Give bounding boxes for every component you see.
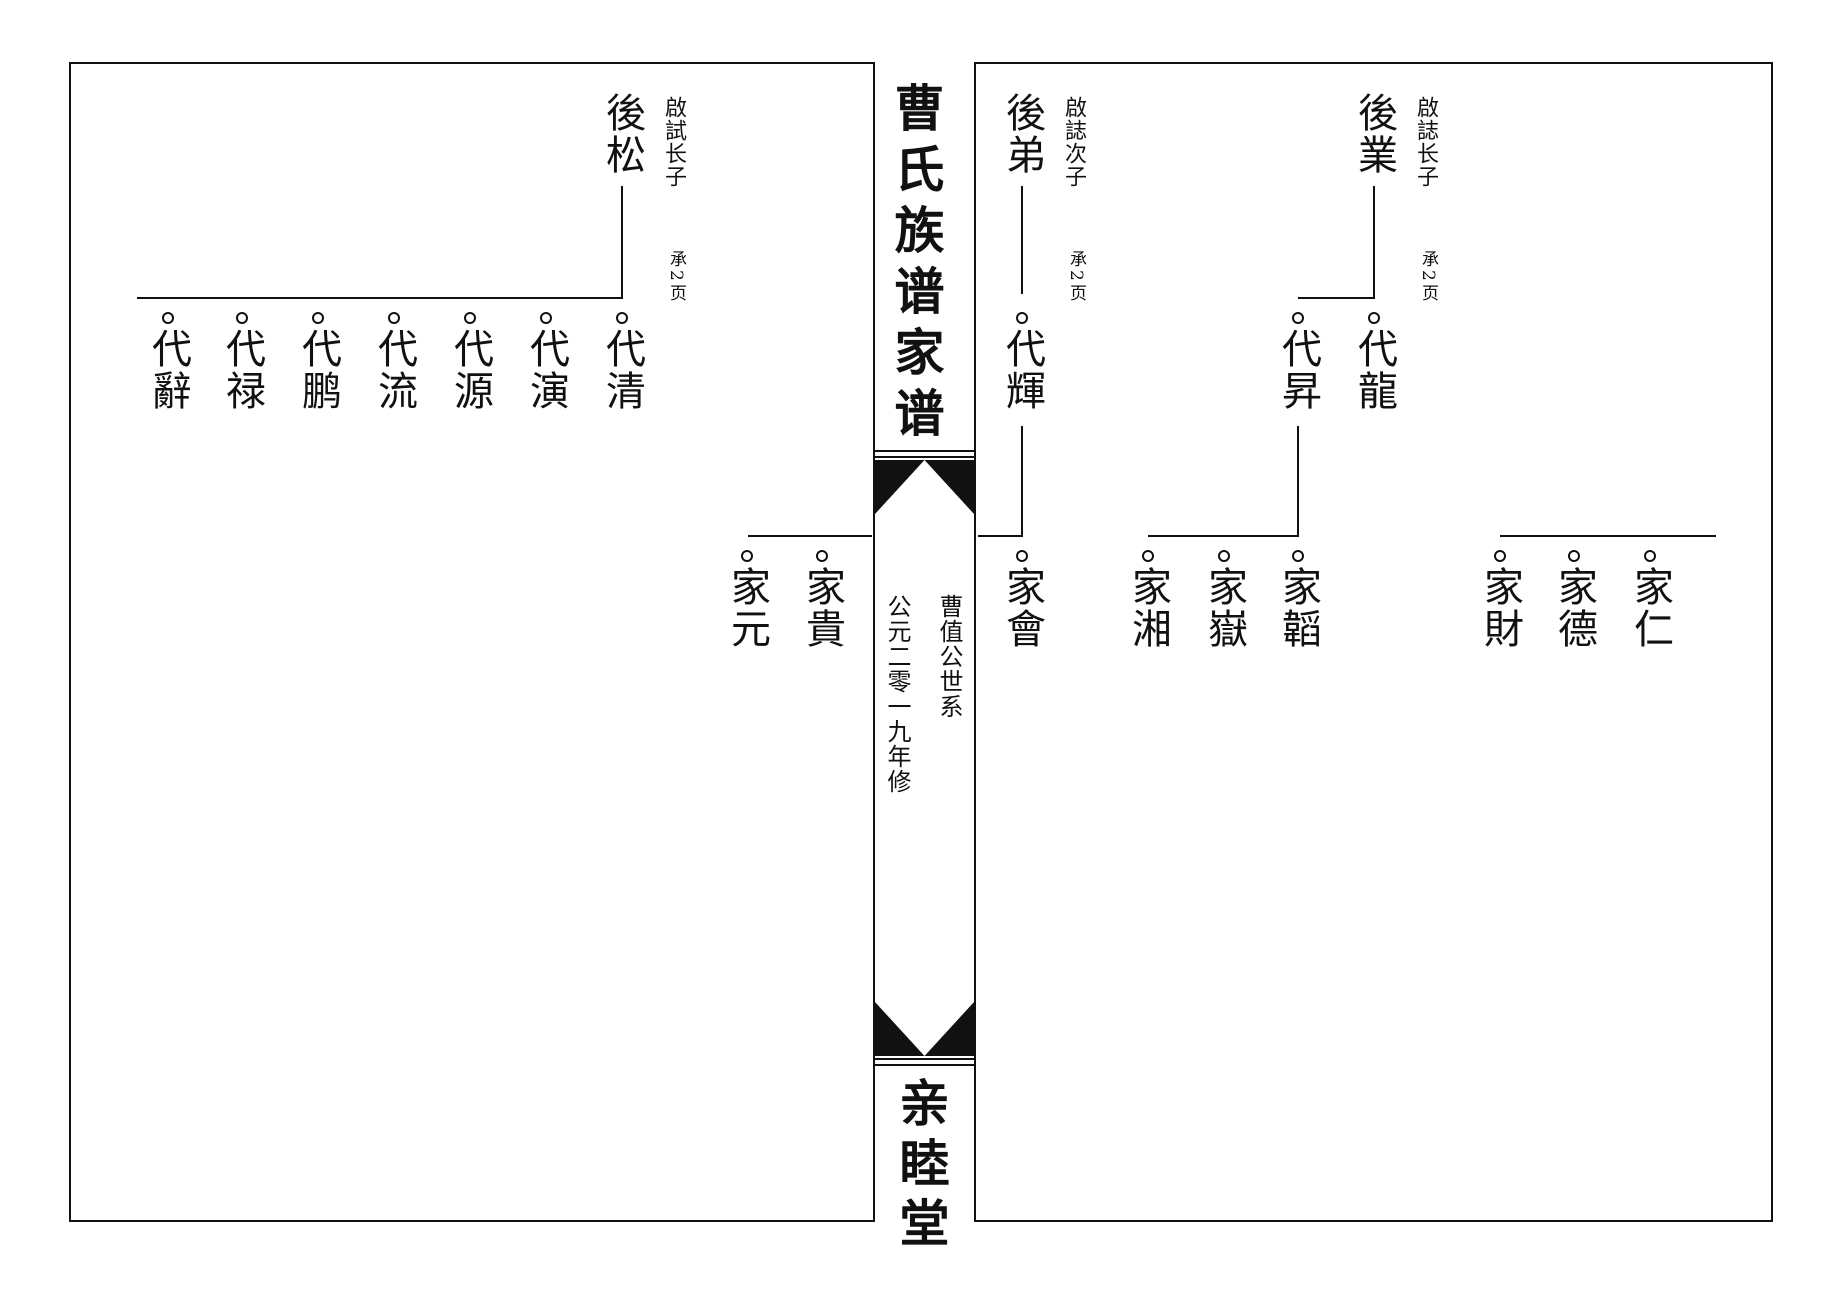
child-name: 代辭 xyxy=(145,328,191,412)
connector xyxy=(1297,426,1299,536)
node-marker xyxy=(312,312,324,324)
node-marker xyxy=(1494,550,1506,562)
node-marker xyxy=(540,312,552,324)
node-marker xyxy=(1218,550,1230,562)
grandchild-name: 家湘 xyxy=(1125,566,1171,650)
connector xyxy=(137,297,623,299)
node-marker xyxy=(162,312,174,324)
node-marker xyxy=(1644,550,1656,562)
node-marker xyxy=(388,312,400,324)
spine-divider-bottom-inner xyxy=(875,1064,974,1066)
spine-date: 公元二零一九年修 xyxy=(883,594,911,794)
parent-name: 後業 xyxy=(1351,92,1397,176)
child-name: 代源 xyxy=(447,328,493,412)
child-name: 代昇 xyxy=(1275,328,1321,412)
page-ref: 承2页 xyxy=(1066,250,1086,304)
node-marker xyxy=(236,312,248,324)
child-name: 代輝 xyxy=(999,328,1045,412)
child-name: 代流 xyxy=(371,328,417,412)
grandchild-name: 家韜 xyxy=(1275,566,1321,650)
connector xyxy=(1021,186,1023,294)
child-name: 代龍 xyxy=(1351,328,1397,412)
child-name: 代清 xyxy=(599,328,645,412)
grandchild-name: 家嶽 xyxy=(1201,566,1247,650)
node-marker xyxy=(816,550,828,562)
connector xyxy=(748,535,872,537)
spine-divider-bottom xyxy=(875,1058,974,1060)
grandchild-name: 家財 xyxy=(1477,566,1523,650)
spine-title: 曹氏族谱家谱 xyxy=(894,79,955,443)
spine-divider-top-inner xyxy=(875,456,974,458)
hall-name: 亲睦堂 xyxy=(899,1074,950,1253)
parent-note: 啟誌次子 xyxy=(1061,96,1086,188)
connector xyxy=(1298,297,1375,299)
spine-subtitle: 曹值公世系 xyxy=(935,594,963,719)
node-marker xyxy=(1016,312,1028,324)
node-marker xyxy=(1016,550,1028,562)
grandchild-name: 家貴 xyxy=(799,566,845,650)
grandchild-name: 家仁 xyxy=(1627,566,1673,650)
grandchild-name: 家會 xyxy=(999,566,1045,650)
connector xyxy=(978,535,1023,537)
parent-name: 後弟 xyxy=(999,92,1045,176)
connector xyxy=(1021,426,1023,536)
grandchild-name: 家元 xyxy=(724,566,770,650)
parent-name: 後松 xyxy=(599,92,645,176)
spine-top-chevron xyxy=(875,460,974,514)
node-marker xyxy=(1292,550,1304,562)
connector xyxy=(1500,535,1716,537)
node-marker xyxy=(1368,312,1380,324)
connector xyxy=(1373,186,1375,299)
parent-note: 啟誌长子 xyxy=(1413,96,1438,188)
child-name: 代演 xyxy=(523,328,569,412)
child-name: 代鹏 xyxy=(295,328,341,412)
spine-divider-top xyxy=(875,450,974,452)
node-marker xyxy=(464,312,476,324)
spine: 曹氏族谱家谱 曹值公世系 公元二零一九年修 亲睦堂 xyxy=(873,62,976,1253)
node-marker xyxy=(1292,312,1304,324)
grandchild-name: 家德 xyxy=(1551,566,1597,650)
page-ref: 承2页 xyxy=(1418,250,1438,304)
node-marker xyxy=(616,312,628,324)
page-ref: 承2页 xyxy=(666,250,686,304)
node-marker xyxy=(1142,550,1154,562)
connector xyxy=(621,186,623,298)
child-name: 代禄 xyxy=(219,328,265,412)
parent-note: 啟試长子 xyxy=(661,96,686,188)
connector xyxy=(1148,535,1299,537)
node-marker xyxy=(741,550,753,562)
spine-bottom-chevron xyxy=(875,1002,974,1056)
node-marker xyxy=(1568,550,1580,562)
